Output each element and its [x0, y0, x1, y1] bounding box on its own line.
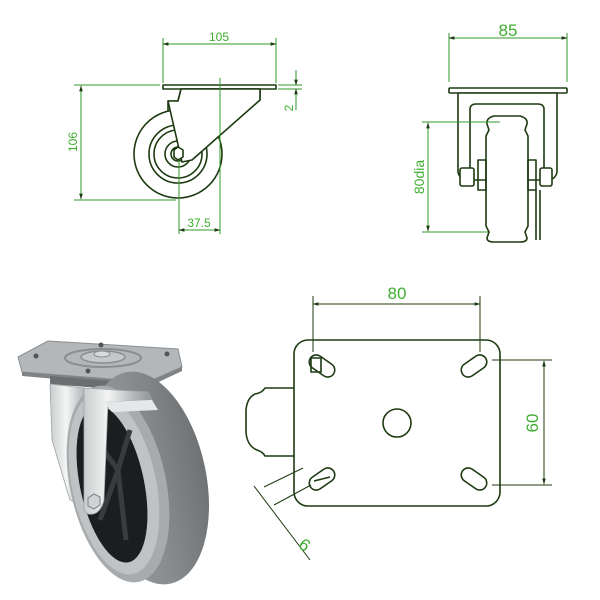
- dim-width-85: 85: [499, 21, 518, 40]
- side-view: 105 106 2 37.5: [66, 30, 302, 234]
- center-hole: [382, 408, 412, 438]
- front-view: 85 80dia: [411, 21, 568, 243]
- dim-hole-spacing-80: 80: [388, 284, 407, 303]
- bottom-view: 80 60 9: [245, 284, 552, 561]
- mounting-plate: [293, 339, 501, 507]
- dim-hole-spacing-60: 60: [523, 414, 542, 433]
- slot-top-right: [460, 354, 488, 378]
- dim-height-106: 106: [66, 132, 80, 152]
- right-nut: [539, 167, 553, 187]
- dim-plate-thickness-2: 2: [282, 104, 296, 111]
- dim-wheel-diameter-80dia: 80dia: [411, 160, 427, 194]
- slot-bottom-left: [308, 467, 336, 491]
- fork-front: [167, 88, 261, 163]
- wheel-protrusion: [245, 387, 294, 457]
- slot-insert: [310, 357, 322, 373]
- render-axle-nut: [87, 493, 101, 510]
- dim-width-105: 105: [209, 30, 229, 44]
- castor-3d-render: [17, 340, 210, 585]
- axle-nut: [173, 146, 184, 161]
- dim-offset-37-5: 37.5: [187, 216, 211, 230]
- slot-bottom-right: [460, 467, 488, 491]
- front-wheel: [485, 115, 529, 243]
- left-nut: [459, 167, 475, 187]
